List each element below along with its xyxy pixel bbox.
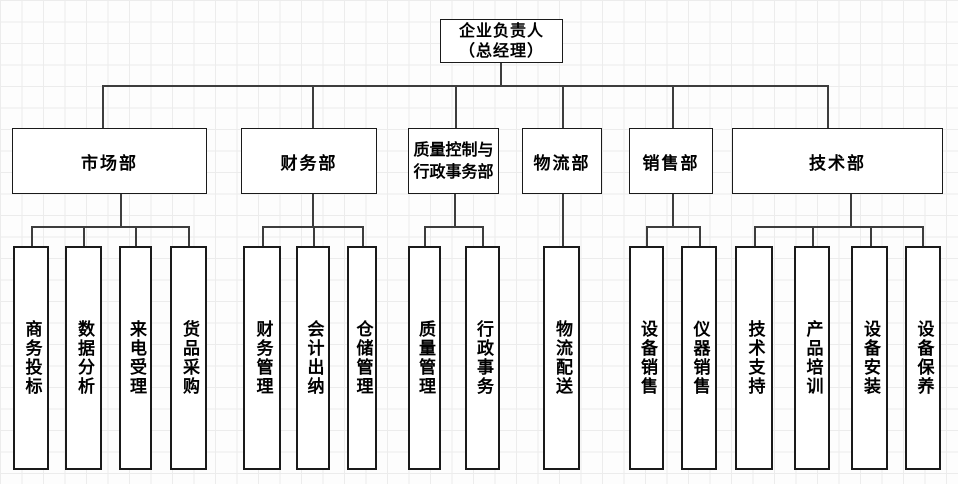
connector-stub-technology [850, 194, 852, 226]
connector-drop-quality-admin [455, 85, 457, 128]
unit-admin-affairs-label: 行政事务 [473, 320, 493, 396]
org-node-root-general-manager[interactable]: 企业负责人 （总经理） [440, 19, 563, 63]
unit-call-handling[interactable]: 来电受理 [119, 246, 152, 470]
dept-technology[interactable]: 技术部 [732, 128, 943, 194]
dept-sales[interactable]: 销售部 [629, 128, 713, 194]
connector-drop-goods-procurement [188, 226, 190, 246]
dept-finance[interactable]: 财务部 [241, 128, 377, 194]
connector-drop-logistics [562, 85, 564, 128]
connector-bus-quality-admin [424, 226, 482, 228]
unit-call-handling-label: 来电受理 [126, 320, 146, 396]
connector-drop-admin-affairs [482, 226, 484, 246]
unit-technical-support-label: 技术支持 [744, 320, 765, 396]
unit-financial-management[interactable]: 财务管理 [243, 246, 281, 470]
connector-drop-equipment-sales [646, 226, 648, 246]
connector-drop-finance [312, 85, 314, 128]
unit-equipment-maintenance-label: 设备保养 [913, 320, 934, 396]
unit-equipment-sales-label: 设备销售 [637, 320, 657, 396]
unit-quality-management-label: 质量管理 [415, 320, 435, 396]
unit-warehouse-management[interactable]: 仓储管理 [347, 246, 377, 470]
dept-marketing[interactable]: 市场部 [12, 128, 207, 194]
unit-logistics-delivery-label: 物流配送 [552, 320, 572, 396]
connector-bus-sales [646, 226, 699, 228]
connector-drop-equipment-maintenance [922, 226, 924, 246]
unit-financial-management-label: 财务管理 [252, 320, 273, 396]
unit-admin-affairs[interactable]: 行政事务 [465, 246, 500, 470]
unit-product-training[interactable]: 产品培训 [794, 246, 830, 470]
connector-stub-logistics-direct [562, 194, 564, 246]
connector-drop-equipment-installation [870, 226, 872, 246]
unit-business-bidding-label: 商务投标 [21, 320, 42, 396]
connector-drop-sales [672, 85, 674, 128]
connector-stub-marketing [120, 194, 122, 226]
connector-stub-sales [672, 194, 674, 226]
unit-data-analysis-label: 数据分析 [74, 320, 94, 396]
unit-accounting-cashier[interactable]: 会计出纳 [296, 246, 330, 470]
unit-instrument-sales[interactable]: 仪器销售 [681, 246, 717, 470]
unit-logistics-delivery[interactable]: 物流配送 [543, 246, 580, 470]
connector-drop-instrument-sales [699, 226, 701, 246]
unit-accounting-cashier-label: 会计出纳 [303, 320, 324, 396]
connector-drop-data-analysis [83, 226, 85, 246]
unit-warehouse-management-label: 仓储管理 [352, 320, 373, 396]
connector-drop-technology [827, 85, 829, 128]
unit-business-bidding[interactable]: 商务投标 [13, 246, 49, 470]
connector-stub-finance [312, 194, 314, 226]
connector-drop-call-handling [135, 226, 137, 246]
unit-quality-management[interactable]: 质量管理 [408, 246, 441, 470]
unit-equipment-installation-label: 设备安装 [860, 320, 880, 396]
connector-root-stub [500, 63, 502, 85]
connector-drop-product-training [812, 226, 814, 246]
unit-goods-procurement-label: 货品采购 [179, 320, 199, 396]
unit-goods-procurement[interactable]: 货品采购 [170, 246, 207, 470]
connector-drop-financial-management [262, 226, 264, 246]
connector-stub-quality-admin [454, 194, 456, 226]
dept-quality-admin[interactable]: 质量控制与 行政事务部 [408, 128, 499, 194]
connector-drop-technical-support [754, 226, 756, 246]
dept-logistics[interactable]: 物流部 [522, 128, 602, 194]
connector-bus-marketing [31, 226, 189, 228]
connector-bus-technology [754, 226, 922, 228]
connector-drop-accounting-cashier [313, 226, 315, 246]
connector-level1-bus [102, 85, 828, 87]
unit-equipment-maintenance[interactable]: 设备保养 [905, 246, 941, 470]
connector-bus-finance [262, 226, 362, 228]
unit-equipment-installation[interactable]: 设备安装 [851, 246, 888, 470]
unit-instrument-sales-label: 仪器销售 [689, 320, 710, 396]
connector-drop-warehouse-management [362, 226, 364, 246]
unit-data-analysis[interactable]: 数据分析 [65, 246, 102, 470]
unit-product-training-label: 产品培训 [802, 320, 823, 396]
connector-drop-business-bidding [31, 226, 33, 246]
connector-drop-quality-management [424, 226, 426, 246]
unit-technical-support[interactable]: 技术支持 [735, 246, 773, 470]
connector-drop-marketing [102, 85, 104, 128]
unit-equipment-sales[interactable]: 设备销售 [629, 246, 664, 470]
